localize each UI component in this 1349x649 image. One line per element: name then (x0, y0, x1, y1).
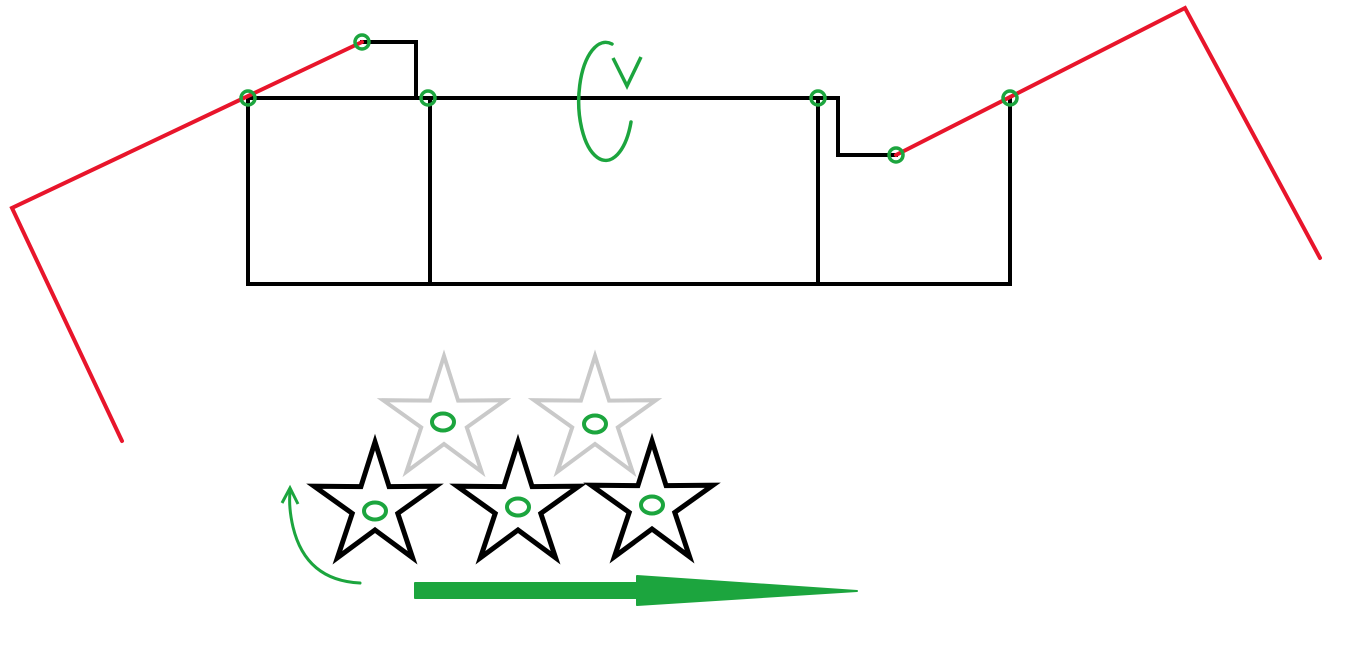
star-center-marker (362, 500, 388, 522)
joint-marker (353, 33, 371, 51)
direction-arrow-icon (414, 575, 858, 606)
rotation-arrow-arc (576, 40, 633, 163)
joint-marker (1001, 89, 1019, 107)
joint-marker (809, 89, 827, 107)
ghost-star-icon (527, 349, 663, 478)
curved-arrow-line (288, 490, 362, 585)
part-profile-edge (246, 96, 1012, 286)
curved-arrow-head-icon (280, 484, 300, 505)
ghost-star-icon (376, 349, 512, 478)
rotation-arrow-head-icon (611, 56, 643, 90)
motion-path (894, 5, 1322, 260)
joint-marker (239, 89, 257, 107)
star-center-marker (505, 496, 531, 518)
star-center-marker (430, 411, 456, 433)
star-center-marker (582, 413, 608, 435)
star-icon (583, 432, 721, 564)
joint-marker (419, 89, 437, 107)
part-profile-edge (246, 96, 898, 157)
star-icon (306, 433, 444, 565)
motion-path (9, 40, 364, 443)
star-center-marker (639, 494, 665, 516)
star-icon (449, 433, 587, 565)
part-profile-edge (360, 40, 418, 100)
joint-marker (887, 146, 905, 164)
